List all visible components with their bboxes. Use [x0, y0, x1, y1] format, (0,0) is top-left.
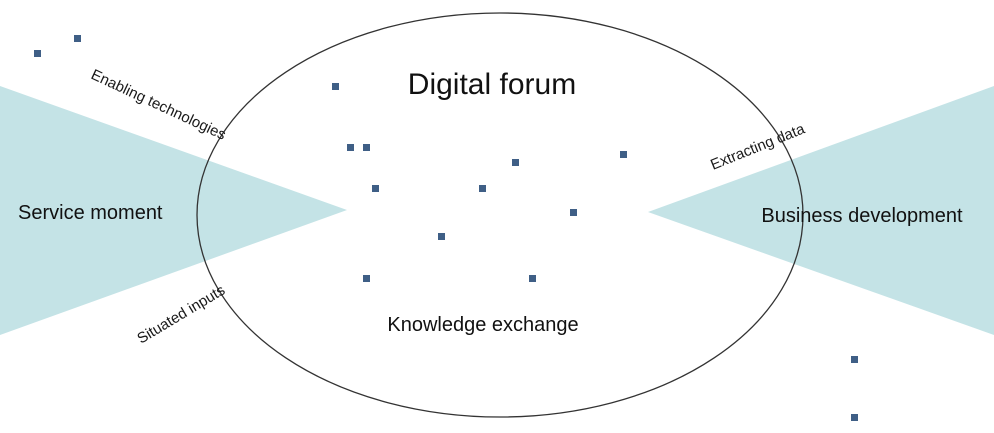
data-dots	[34, 35, 858, 421]
right-wedge	[648, 86, 994, 335]
data-dot	[363, 144, 370, 151]
left-node-label: Service moment	[18, 202, 163, 224]
left-wedge	[0, 86, 347, 335]
right-node-label: Business development	[761, 205, 963, 227]
forum-ellipse	[196, 12, 804, 418]
data-dot	[372, 185, 379, 192]
data-dot	[570, 209, 577, 216]
data-dot	[851, 356, 858, 363]
data-dot	[347, 144, 354, 151]
data-dot	[74, 35, 81, 42]
data-dot	[529, 275, 536, 282]
data-dot	[620, 151, 627, 158]
arc-label-situated: Situated inputs	[134, 282, 228, 348]
data-dot	[332, 83, 339, 90]
data-dot	[34, 50, 41, 57]
data-dot	[438, 233, 445, 240]
data-dot	[479, 185, 486, 192]
data-dot	[363, 275, 370, 282]
center-subtitle: Knowledge exchange	[387, 314, 578, 336]
center-title: Digital forum	[408, 68, 576, 101]
data-dot	[512, 159, 519, 166]
data-dot	[851, 414, 858, 421]
